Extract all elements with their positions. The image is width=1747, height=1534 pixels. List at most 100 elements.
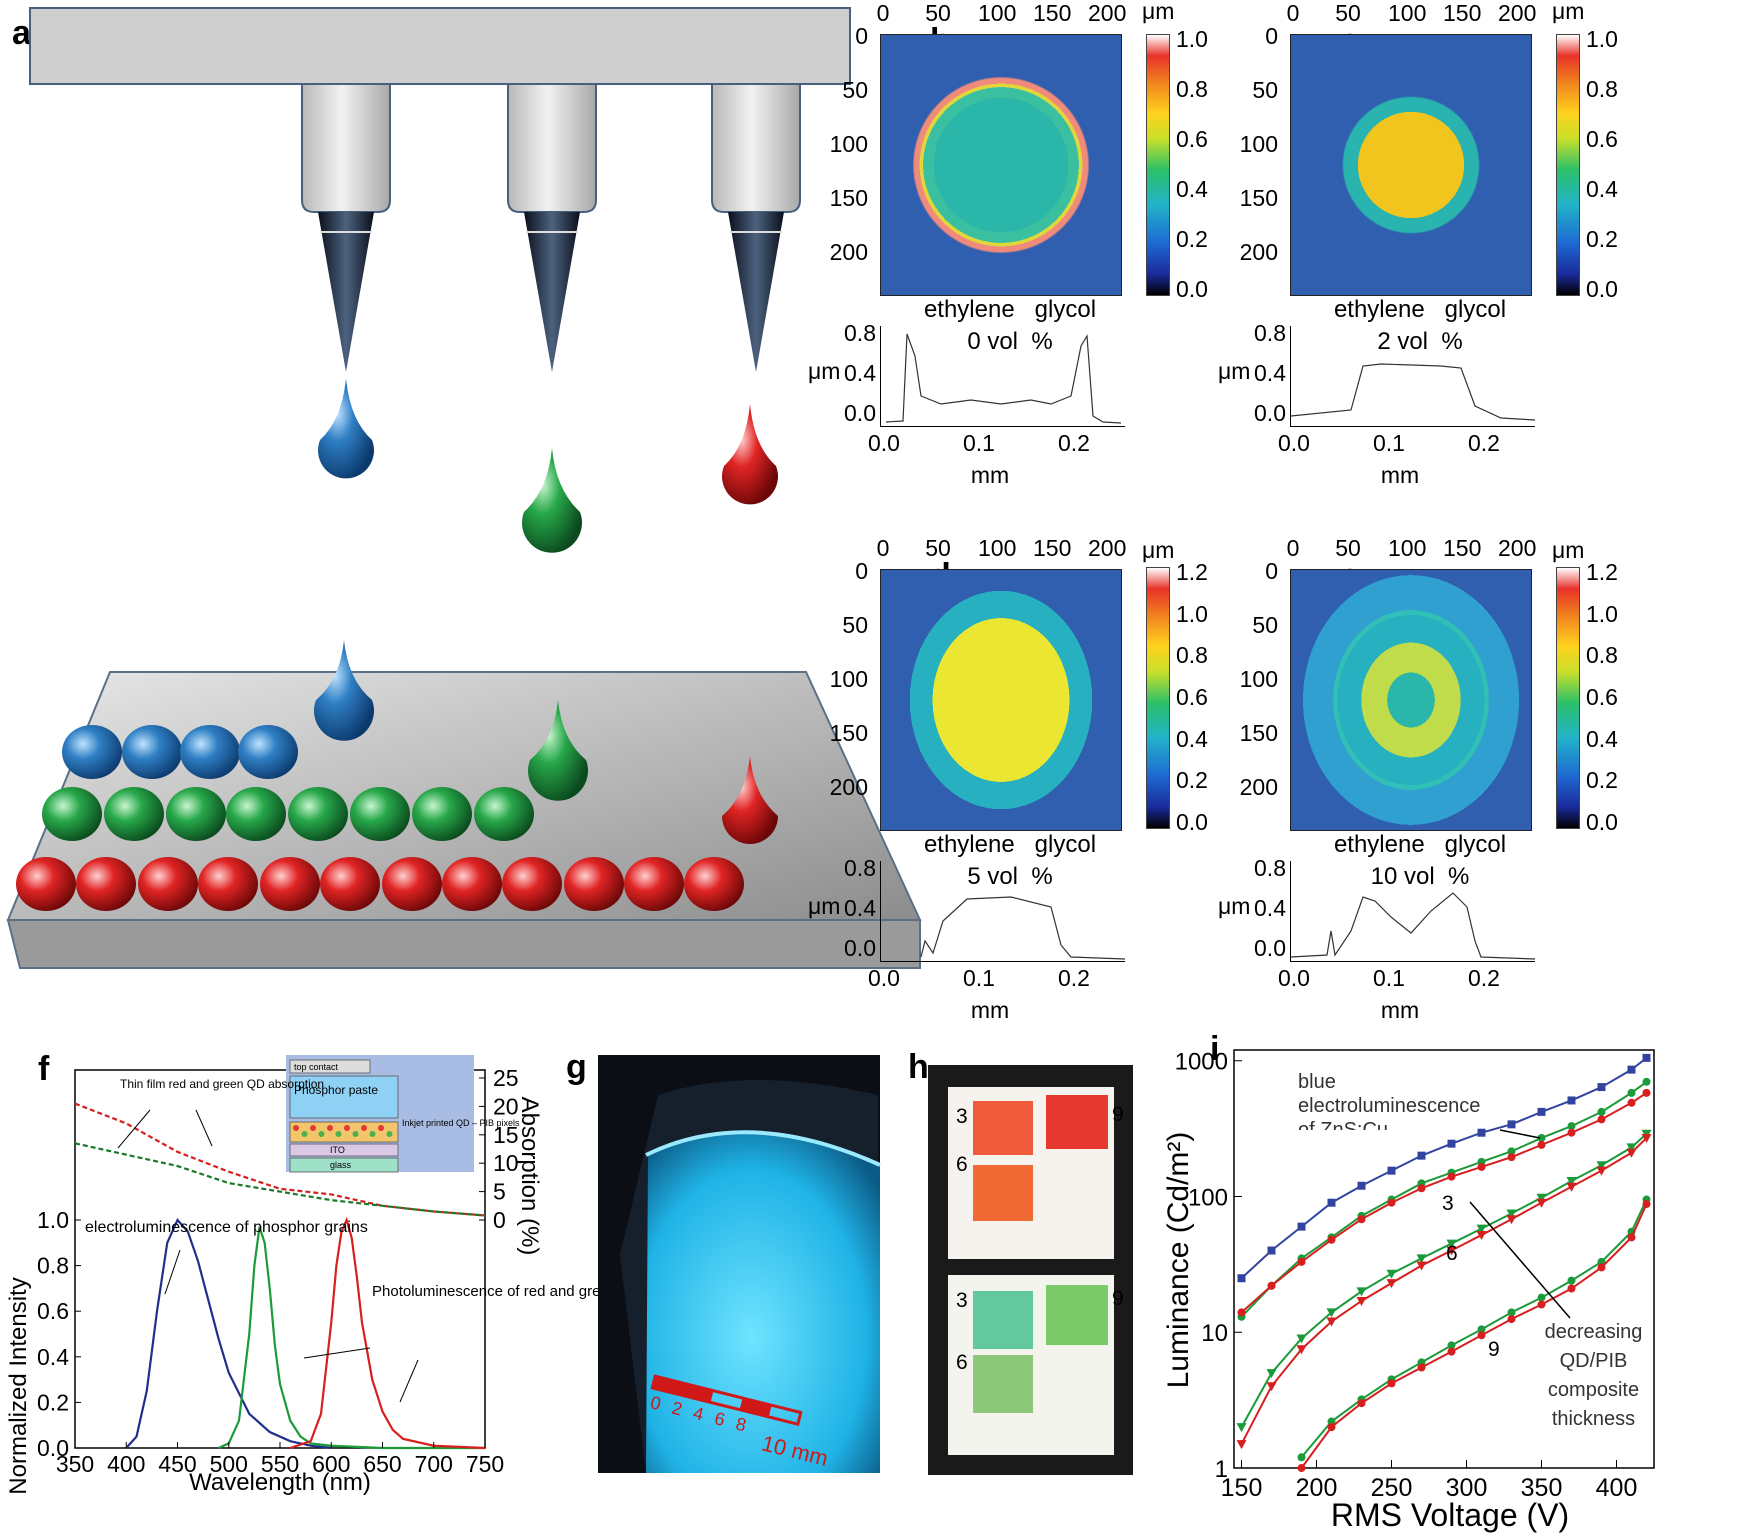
qd-pixel bbox=[288, 787, 348, 841]
data-point bbox=[1477, 1325, 1486, 1334]
profile-xtick: 0.2 bbox=[1468, 430, 1500, 456]
x-tick-label: 450 bbox=[158, 1451, 196, 1477]
caption-line-2: 0 vol % bbox=[967, 328, 1053, 355]
data-point bbox=[1537, 1140, 1546, 1149]
data-point bbox=[1567, 1276, 1576, 1285]
data-point bbox=[1237, 1274, 1246, 1283]
data-point bbox=[1417, 1184, 1426, 1193]
colorbar-unit: μm bbox=[1142, 0, 1175, 24]
device-inset: top contact Phosphor paste Inkjet printe… bbox=[286, 1055, 520, 1173]
profile-ytick: 0.0 bbox=[844, 935, 876, 961]
label-9: 9 bbox=[1488, 1338, 1500, 1361]
y2-axis-label: Absorption (%) bbox=[516, 1097, 543, 1256]
y2-tick-label: 10 bbox=[493, 1150, 519, 1176]
data-point bbox=[1267, 1281, 1276, 1290]
qd-pixel bbox=[122, 725, 182, 779]
height-map bbox=[1290, 34, 1532, 296]
data-point bbox=[1476, 1231, 1487, 1241]
data-point bbox=[1477, 1162, 1486, 1171]
y-tick-label: 100 bbox=[1188, 1184, 1228, 1211]
data-point bbox=[1327, 1198, 1336, 1207]
data-point bbox=[1297, 1257, 1306, 1266]
qd-pixel bbox=[42, 787, 102, 841]
x-tick-label: 250 bbox=[1371, 1474, 1413, 1502]
colorbar bbox=[1556, 34, 1580, 296]
map-top-tick: 100 bbox=[1388, 535, 1427, 561]
red-label-6: 6 bbox=[956, 1153, 968, 1176]
data-point bbox=[1627, 1065, 1636, 1074]
qd-pixel bbox=[320, 857, 380, 911]
data-point bbox=[1476, 1224, 1487, 1234]
data-point bbox=[1236, 1423, 1247, 1433]
caption-line-2: 2 vol % bbox=[1377, 328, 1463, 355]
print-head bbox=[29, 7, 851, 372]
label-3: 3 bbox=[1442, 1192, 1454, 1215]
arrow-blue-el bbox=[1499, 1129, 1541, 1139]
data-point bbox=[1537, 1300, 1546, 1309]
y-tick-label: 10 bbox=[1201, 1320, 1228, 1347]
qd-pixel bbox=[62, 725, 122, 779]
caption-line-1: ethylene glycol bbox=[923, 831, 1097, 858]
profile-plot bbox=[880, 861, 1126, 962]
data-point bbox=[1596, 1161, 1607, 1171]
y-tick-label: 0.6 bbox=[37, 1298, 69, 1324]
red-pixel-9 bbox=[1046, 1095, 1108, 1149]
data-point bbox=[1357, 1181, 1366, 1190]
data-point bbox=[1642, 1053, 1651, 1062]
panel-f-label: f bbox=[38, 1050, 50, 1088]
plot-frame bbox=[1233, 1049, 1655, 1469]
map-top-tick: 0 bbox=[876, 535, 890, 561]
qd-pixel bbox=[104, 787, 164, 841]
x-tick-label: 600 bbox=[312, 1451, 350, 1477]
data-point bbox=[1447, 1172, 1456, 1181]
data-point bbox=[1642, 1088, 1651, 1097]
data-point bbox=[1642, 1200, 1651, 1209]
data-point bbox=[1536, 1198, 1547, 1208]
colorbar-unit: μm bbox=[1142, 537, 1175, 563]
profile-xtick: 0.2 bbox=[1058, 965, 1090, 991]
colorbar-tick: 1.0 bbox=[1586, 600, 1618, 627]
data-point bbox=[1566, 1182, 1577, 1192]
x-axis-label: Wavelength (nm) bbox=[189, 1469, 371, 1496]
data-point bbox=[1597, 1263, 1606, 1272]
profile-xtick: 0.0 bbox=[868, 965, 900, 991]
profile-xtick: 0.1 bbox=[1373, 965, 1405, 991]
colorbar-tick: 0.6 bbox=[1586, 126, 1618, 152]
qd-pixel bbox=[138, 857, 198, 911]
qd-pixel bbox=[350, 787, 410, 841]
map-left-tick: 100 bbox=[829, 666, 868, 692]
data-point bbox=[1627, 1233, 1636, 1242]
panel-a-illustration bbox=[6, 7, 922, 969]
data-point bbox=[1447, 1341, 1456, 1350]
panel-i-label: i bbox=[1210, 1030, 1220, 1068]
data-point bbox=[1507, 1147, 1516, 1156]
map-top-tick: 50 bbox=[1335, 535, 1361, 561]
map-left-tick: 150 bbox=[1239, 185, 1278, 211]
colorbar-tick: 1.0 bbox=[1176, 600, 1208, 627]
y-axis-label: Luminance (Cd/m²) bbox=[1162, 1132, 1195, 1389]
colorbar-tick: 0.2 bbox=[1586, 767, 1618, 794]
qd-pixel bbox=[382, 857, 442, 911]
data-point bbox=[1236, 1440, 1247, 1450]
data-point bbox=[1326, 1317, 1337, 1327]
colorbar-tick: 0.2 bbox=[1176, 767, 1208, 794]
data-point bbox=[1507, 1120, 1516, 1129]
map-left-tick: 100 bbox=[1239, 666, 1278, 692]
y2-tick-label: 20 bbox=[493, 1093, 519, 1119]
height-map bbox=[880, 34, 1122, 296]
nozzle-red bbox=[711, 83, 801, 372]
map-left-tick: 200 bbox=[829, 239, 868, 265]
panel-a-label: a bbox=[12, 14, 31, 52]
data-point bbox=[1447, 1139, 1456, 1148]
map-top-tick: 50 bbox=[1335, 0, 1361, 26]
colorbar-tick: 0.0 bbox=[1176, 276, 1208, 302]
colorbar-tick: 1.0 bbox=[1176, 26, 1208, 52]
map-top-tick: 50 bbox=[925, 535, 951, 561]
x-tick-label: 750 bbox=[466, 1451, 504, 1477]
annotation-el-phosphor: electroluminescence of phosphor grains bbox=[85, 1219, 368, 1236]
map-left-tick: 0 bbox=[855, 23, 868, 49]
red-pixel-6 bbox=[973, 1165, 1033, 1221]
